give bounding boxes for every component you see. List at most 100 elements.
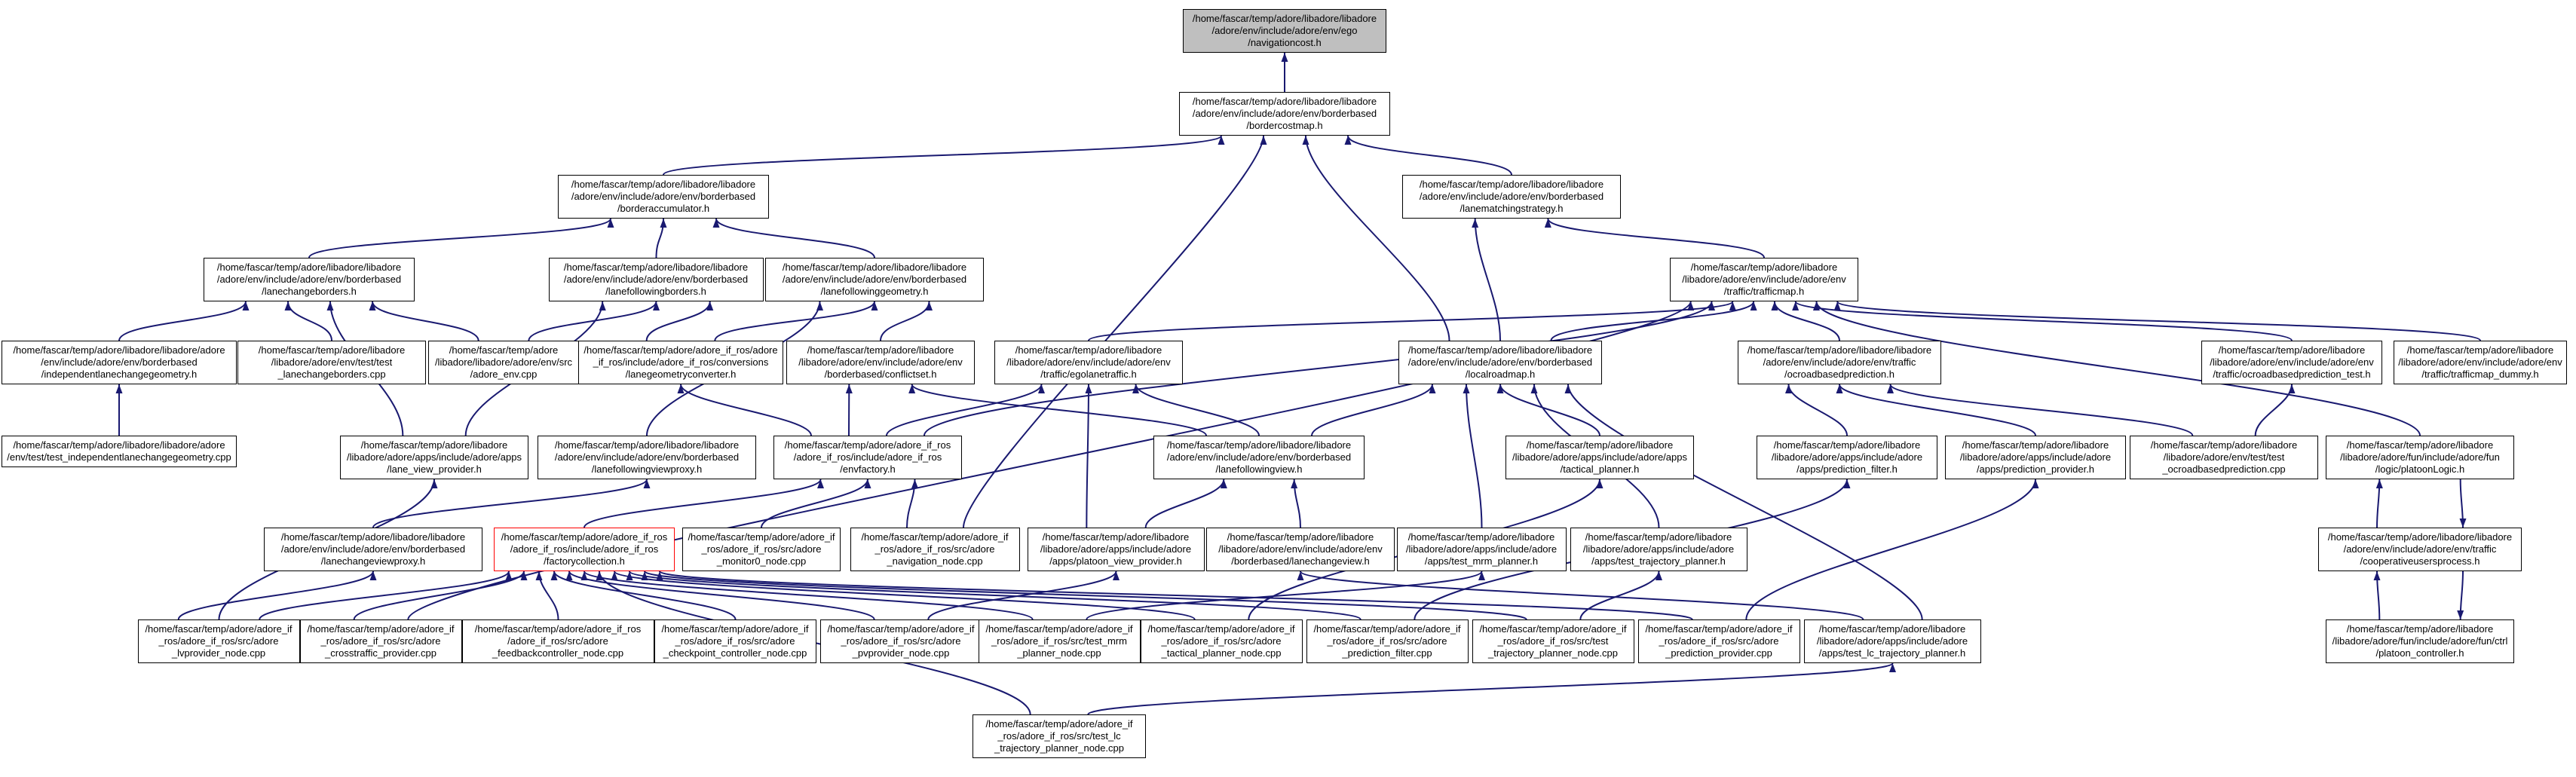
graph-node-adore_prediction_provider_cpp[interactable]: ​/home​/fascar​/temp​/adore​/adore​_if​_… — [1637, 619, 1800, 663]
include-edge-adore_checkpoint_controller_node-to-factorycollection — [550, 571, 737, 620]
include-edge-test_trajectory_planner_node-to-factorycollection — [642, 571, 1527, 620]
graph-node-adore_env[interactable]: ​/home​/fascar​/temp​/adore​/libadore​/l… — [428, 341, 579, 384]
graph-node-test_lanechangeborders[interactable]: ​/home​/fascar​/temp​/adore​/libadore​/l… — [237, 341, 426, 384]
include-edge-lanechangeview-to-lanefollowingview — [1291, 479, 1301, 528]
graph-node-navigationcost: ​/home​/fascar​/temp​/adore​/libadore​/l… — [1183, 9, 1386, 53]
include-edge-localroadmap-to-trafficmap — [1550, 301, 1757, 341]
graph-node-lanefollowingborders[interactable]: ​/home​/fascar​/temp​/adore​/libadore​/l… — [548, 258, 764, 301]
include-edge-egolanetraffic-to-trafficmap — [1088, 301, 1736, 341]
graph-node-adore_feedbackcontroller_node[interactable]: ​/home​/fascar​/temp​/adore​/adore​_if​_… — [461, 619, 654, 663]
include-edge-lanefollowingborders-to-borderaccumulator — [655, 218, 667, 258]
graph-node-lanefollowingviewproxy[interactable]: ​/home​/fascar​/temp​/adore​/libadore​/l… — [538, 436, 756, 479]
include-edge-tactical_planner-to-localroadmap — [1496, 384, 1600, 436]
graph-node-tactical_planner[interactable]: ​/home​/fascar​/temp​/adore​/libadore​/l… — [1505, 436, 1694, 479]
graph-node-lanefollowingview[interactable]: ​/home​/fascar​/temp​/adore​/libadore​/l… — [1153, 436, 1365, 479]
include-edge-lanechangeviewproxy-to-lanefollowingviewproxy — [372, 479, 651, 528]
graph-node-lanechangeviewproxy[interactable]: ​/home​/fascar​/temp​/adore​/libadore​/l… — [264, 528, 482, 571]
include-edge-platoonLogic-to-trafficmap — [1813, 301, 2421, 436]
include-edge-adore_pvprovider_node-to-platoon_view_provider — [927, 571, 1120, 620]
graph-node-test_independentlanechangegeometry[interactable]: ​/home​/fascar​/temp​/adore​/libadore​/l… — [2, 436, 237, 467]
include-edge-independentlanechangegeometry-to-lanechangeborders — [118, 301, 250, 341]
include-edge-localroadmap-to-lanematchingstrategy — [1472, 218, 1501, 341]
graph-node-lanechangeborders[interactable]: ​/home​/fascar​/temp​/adore​/libadore​/l… — [204, 258, 415, 301]
graph-node-test_mrm_planner_node[interactable]: ​/home​/fascar​/temp​/adore​/adore​_if​_… — [978, 619, 1141, 663]
include-edge-lanefollowingview-to-localroadmap — [1311, 384, 1436, 436]
include-edge-lanefollowinggeometry-to-borderaccumulator — [712, 218, 875, 258]
graph-node-egolanetraffic[interactable]: ​/home​/fascar​/temp​/adore​/libadore​/l… — [994, 341, 1183, 384]
include-edge-adore_monitor0_node-to-envfactory — [761, 479, 871, 528]
graph-node-lanegeometryconverter[interactable]: ​/home​/fascar​/temp​/adore​/adore​_if​_… — [578, 341, 783, 384]
include-edge-prediction_provider-to-ocroadbasedprediction — [1836, 384, 2036, 436]
graph-node-test_trajectory_planner[interactable]: ​/home​/fascar​/temp​/adore​/libadore​/l… — [1570, 528, 1747, 571]
graph-node-lanefollowinggeometry[interactable]: ​/home​/fascar​/temp​/adore​/libadore​/l… — [765, 258, 984, 301]
include-edge-conflictset-to-lanefollowinggeometry — [880, 301, 933, 341]
include-edge-test_ocroadbasedprediction-to-ocroadbasedprediction_test — [2254, 384, 2296, 436]
graph-node-adore_monitor0_node[interactable]: ​/home​/fascar​/temp​/adore​/adore​_if​_… — [682, 528, 841, 571]
graph-node-ocroadbasedprediction[interactable]: ​/home​/fascar​/temp​/adore​/libadore​/l… — [1738, 341, 1941, 384]
graph-node-test_lc_trajectory_planner_node[interactable]: ​/home​/fascar​/temp​/adore​/adore​_if​_… — [973, 714, 1146, 758]
graph-node-platoon_controller[interactable]: ​/home​/fascar​/temp​/adore​/libadore​/l… — [2326, 619, 2514, 663]
include-edge-trafficmap_dummy-to-trafficmap — [1834, 301, 2481, 341]
include-edge-lanegeometryconverter-to-lanefollowinggeometry — [714, 301, 878, 341]
include-edge-adore_lvprovider_node-to-factorycollection — [259, 571, 513, 620]
include-edge-localroadmap-to-bordercostmap — [1302, 135, 1450, 341]
include-edge-ocroadbasedprediction-to-trafficmap — [1771, 301, 1840, 341]
graph-node-independentlanechangegeometry[interactable]: ​/home​/fascar​/temp​/adore​/libadore​/l… — [2, 341, 237, 384]
include-edge-lanegeometryconverter-to-lanefollowingborders — [645, 301, 714, 341]
graph-node-adore_crosstraffic_provider[interactable]: ​/home​/fascar​/temp​/adore​/adore​_if​_… — [299, 619, 462, 663]
graph-node-test_trajectory_planner_node[interactable]: ​/home​/fascar​/temp​/adore​/adore​_if​_… — [1472, 619, 1634, 663]
graph-node-prediction_filter[interactable]: ​/home​/fascar​/temp​/adore​/libadore​/l… — [1757, 436, 1937, 479]
graph-node-platoonLogic[interactable]: ​/home​/fascar​/temp​/adore​/libadore​/l… — [2326, 436, 2514, 479]
graph-node-lanematchingstrategy[interactable]: ​/home​/fascar​/temp​/adore​/libadore​/l… — [1402, 175, 1621, 219]
graph-node-platoon_view_provider[interactable]: ​/home​/fascar​/temp​/adore​/libadore​/l… — [1027, 528, 1205, 571]
graph-node-bordercostmap[interactable]: ​/home​/fascar​/temp​/adore​/libadore​/l… — [1179, 92, 1390, 136]
include-edge-test_mrm_planner_node-to-factorycollection — [580, 571, 1034, 620]
graph-node-localroadmap[interactable]: ​/home​/fascar​/temp​/adore​/libadore​/l… — [1398, 341, 1602, 384]
graph-node-trafficmap[interactable]: ​/home​/fascar​/temp​/adore​/libadore​/l… — [1670, 258, 1858, 301]
graph-node-adore_navigation_node[interactable]: ​/home​/fascar​/temp​/adore​/adore​_if​_… — [850, 528, 1020, 571]
graph-node-conflictset[interactable]: ​/home​/fascar​/temp​/adore​/libadore​/l… — [786, 341, 975, 384]
include-edge-envfactory-to-trafficmap — [924, 301, 1715, 436]
include-edge-test_mrm_planner_node-to-test_mrm_planner — [1086, 571, 1485, 620]
include-edge-lanefollowingview-to-conflictset — [908, 384, 1207, 436]
graph-node-borderaccumulator[interactable]: ​/home​/fascar​/temp​/adore​/libadore​/l… — [558, 175, 769, 219]
include-edge-adore_prediction_filter_cpp-to-factorycollection — [626, 571, 1362, 620]
include-edge-envfactory-to-egolanetraffic — [886, 384, 1045, 436]
include-edge-lanefollowingview-to-egolanetraffic — [1132, 384, 1260, 436]
graph-node-envfactory[interactable]: ​/home​/fascar​/temp​/adore​/adore​_if​_… — [773, 436, 962, 479]
include-edge-platoon_view_provider-to-egolanetraffic — [1085, 384, 1092, 528]
include-edge-adore_navigation_node-to-bordercostmap — [963, 135, 1267, 528]
include-edge-lanechangeborders-to-borderaccumulator — [308, 218, 614, 258]
graph-node-prediction_provider[interactable]: ​/home​/fascar​/temp​/adore​/libadore​/l… — [1945, 436, 2126, 479]
graph-node-adore_checkpoint_controller_node[interactable]: ​/home​/fascar​/temp​/adore​/adore​_if​_… — [654, 619, 816, 663]
graph-node-adore_pvprovider_node[interactable]: ​/home​/fascar​/temp​/adore​/adore​_if​_… — [819, 619, 982, 663]
include-edge-trafficmap-to-lanematchingstrategy — [1544, 218, 1765, 258]
graph-node-test_mrm_planner[interactable]: ​/home​/fascar​/temp​/adore​/libadore​/l… — [1396, 528, 1567, 571]
include-edge-lanematchingstrategy-to-bordercostmap — [1344, 135, 1512, 176]
include-edge-adore_crosstraffic_provider-to-factorycollection — [353, 571, 528, 620]
graph-node-test_ocroadbasedprediction[interactable]: ​/home​/fascar​/temp​/adore​/libadore​/l… — [2130, 436, 2318, 479]
include-edge-cooperativeusersprocess-to-platoonLogic — [2459, 479, 2467, 528]
include-edge-platoon_controller-to-cooperativeusersprocess — [2457, 571, 2464, 620]
include-edge-borderaccumulator-to-bordercostmap — [663, 135, 1225, 176]
include-edge-adore_pvprovider_node-to-factorycollection — [565, 571, 875, 620]
graph-node-ocroadbasedprediction_test[interactable]: ​/home​/fascar​/temp​/adore​/libadore​/l… — [2201, 341, 2382, 384]
include-edge-platoon_view_provider-to-lanefollowingview — [1144, 479, 1227, 528]
include-edge-adore_env-to-lanefollowingborders — [528, 301, 660, 341]
graph-node-adore_tactical_planner_node[interactable]: ​/home​/fascar​/temp​/adore​/adore​_if​_… — [1140, 619, 1303, 663]
graph-node-test_lc_trajectory_planner[interactable]: ​/home​/fascar​/temp​/adore​/libadore​/l… — [1803, 619, 1981, 663]
include-edge-adore_prediction_provider_cpp-to-factorycollection — [657, 571, 1693, 620]
include-edge-prediction_filter-to-ocroadbasedprediction — [1785, 384, 1848, 436]
graph-node-adore_lvprovider_node[interactable]: ​/home​/fascar​/temp​/adore​/adore​_if​_… — [137, 619, 300, 663]
include-edge-test_lanechangeborders-to-lanechangeborders — [284, 301, 332, 341]
graph-node-adore_prediction_filter_cpp[interactable]: ​/home​/fascar​/temp​/adore​/adore​_if​_… — [1306, 619, 1469, 663]
include-edge-test_ocroadbasedprediction-to-ocroadbasedprediction — [1887, 384, 2194, 436]
graph-node-lane_view_provider[interactable]: ​/home​/fascar​/temp​/adore​/libadore​/l… — [340, 436, 528, 479]
graph-node-lanechangeview[interactable]: ​/home​/fascar​/temp​/adore​/libadore​/l… — [1206, 528, 1395, 571]
graph-node-trafficmap_dummy[interactable]: ​/home​/fascar​/temp​/adore​/libadore​/l… — [2394, 341, 2567, 384]
include-edge-test_trajectory_planner_node-to-test_trajectory_planner — [1579, 571, 1662, 620]
graph-node-cooperativeusersprocess[interactable]: ​/home​/fascar​/temp​/adore​/libadore​/l… — [2318, 528, 2522, 571]
graph-node-factorycollection[interactable]: ​/home​/fascar​/temp​/adore​/adore​_if​_… — [494, 528, 675, 571]
include-edge-cooperativeusersprocess-to-platoonLogic — [2375, 479, 2383, 528]
